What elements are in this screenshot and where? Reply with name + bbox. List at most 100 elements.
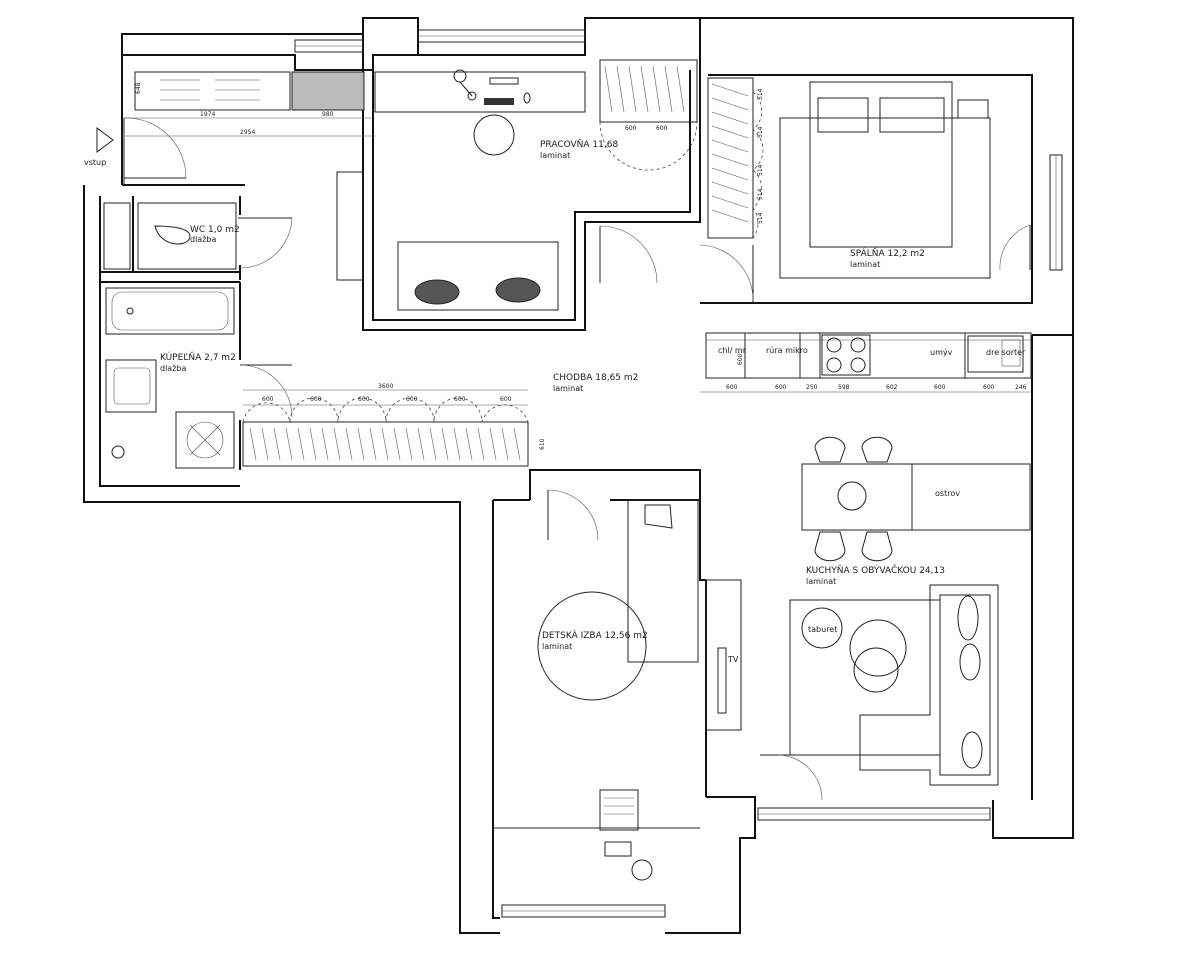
dim-corridor-2: 600: [310, 396, 322, 403]
dim-kitchen-depth: 600: [737, 353, 744, 365]
flower-icon: [837, 481, 867, 511]
bedroom: [707, 77, 991, 279]
dim-bedroom-4: 514: [757, 188, 764, 200]
kitchen-island: [801, 436, 1031, 562]
entry-storage: [125, 71, 375, 137]
child-room: [493, 499, 700, 881]
toilet-icon: [154, 225, 191, 245]
child-room-floor: laminat: [542, 642, 572, 651]
child-room-title: DETSKÁ IZBA 12,56 m2: [542, 629, 648, 641]
wc-floor: dlažba: [190, 235, 216, 244]
island-label: ostrov: [935, 489, 960, 498]
sofa-icon: [859, 584, 999, 786]
wc-room: [103, 202, 237, 270]
dim-corridor-side: 610: [539, 438, 546, 450]
chair-icon: [861, 436, 893, 463]
wc-door[interactable]: [238, 217, 293, 269]
sink-label: umýv: [930, 348, 953, 357]
tv-cabinet: [705, 579, 742, 731]
office-wardrobe: [599, 59, 698, 171]
sorter-label: dre sorter: [986, 348, 1026, 357]
dim-entry-1: 1974: [200, 111, 215, 118]
sofa-icon: [397, 241, 559, 311]
office-chair-icon: [473, 114, 515, 156]
play-rug-icon: [537, 591, 647, 701]
dim-bedroom-1: 514: [757, 88, 764, 100]
child-room-door[interactable]: [547, 489, 599, 541]
bedroom-floor: laminat: [850, 260, 880, 269]
wc-title: WC 1,0 m2: [190, 225, 240, 235]
dim-entry-3: 2954: [240, 129, 255, 136]
cushion-icon: [414, 279, 460, 305]
corridor-wardrobe: [242, 389, 529, 467]
stool-label: taburet: [808, 625, 837, 634]
living-area: [705, 579, 999, 786]
dim-corridor-6: 600: [500, 396, 512, 403]
dim-entry-side: 648: [135, 82, 142, 94]
dim-corridor-4: 600: [406, 396, 418, 403]
bedroom-wardrobe: [707, 77, 754, 239]
dim-bedroom-2: 514: [757, 126, 764, 138]
office-title: PRACOVŇA 11,68: [540, 139, 618, 150]
bathroom: [105, 287, 235, 469]
tv-label: TV: [727, 655, 739, 664]
office-floor: laminat: [540, 151, 570, 160]
washbasin-icon: [105, 359, 157, 413]
bed-icon: [809, 81, 953, 248]
desk: [374, 71, 586, 113]
kitchen-floor: laminat: [806, 577, 836, 586]
laptop-icon: [604, 841, 632, 857]
office: [374, 69, 586, 311]
bedroom-title: SPÁLŇA 12,2 m2: [850, 247, 925, 259]
pillow-icon: [644, 504, 673, 529]
dim-kitchen-5: 602: [886, 384, 898, 391]
walls: [83, 17, 1074, 934]
entrance-arrow-icon: [96, 127, 114, 153]
tv-icon: [717, 647, 727, 714]
chair-icon: [861, 531, 893, 562]
pillow-icon: [817, 97, 869, 133]
dim-kitchen-7: 600: [983, 384, 995, 391]
dim-entry-2: 980: [322, 111, 334, 118]
dim-office-2: 600: [656, 125, 668, 132]
chair-icon: [814, 436, 846, 463]
plant-icon: [111, 445, 125, 459]
office-door[interactable]: [599, 225, 658, 284]
corridor-floor: laminat: [553, 384, 583, 393]
dim-bedroom-3: 514: [757, 164, 764, 176]
dim-kitchen-3: 250: [806, 384, 818, 391]
dim-bedroom-5: 514: [757, 212, 764, 224]
pillow-icon: [879, 97, 945, 133]
kitchen-sink-icon: [967, 335, 1024, 373]
kitchen-counter: [700, 332, 1032, 393]
dim-kitchen-4: 598: [838, 384, 850, 391]
bedroom-door[interactable]: [699, 244, 754, 303]
keyboard-icon: [484, 98, 514, 105]
dim-kitchen-1: 600: [726, 384, 738, 391]
dim-corridor-5: 600: [454, 396, 466, 403]
kitchen-title: KUCHYŇA S OBÝVAČKOU 24,13: [806, 564, 945, 576]
cushion-icon: [495, 277, 541, 303]
desk-chair-icon: [599, 789, 639, 831]
mouse-icon: [523, 92, 531, 104]
coffee-table-icon: [849, 619, 907, 677]
nightstand-icon: [957, 99, 989, 119]
child-bed-icon: [627, 499, 699, 663]
rug-icon: [779, 117, 991, 279]
windows: [294, 29, 1063, 918]
dim-kitchen-6: 600: [934, 384, 946, 391]
entrance-label: vstup: [84, 158, 106, 167]
stool-icon: [801, 607, 843, 649]
fridge-label: chl/ mr: [718, 346, 747, 355]
corridor-title: CHODBA 18,65 m2: [553, 373, 638, 383]
entry-door[interactable]: [123, 117, 187, 185]
monitor-icon: [489, 77, 519, 85]
living-balcony-door[interactable]: [760, 754, 823, 801]
cooktop-icon: [821, 334, 871, 376]
bathroom-door[interactable]: [239, 364, 293, 418]
dim-corridor-1: 600: [262, 396, 274, 403]
dim-kitchen-2: 600: [775, 384, 787, 391]
bedroom-balcony-door[interactable]: [999, 224, 1031, 271]
entry-cabinet: [336, 171, 364, 281]
